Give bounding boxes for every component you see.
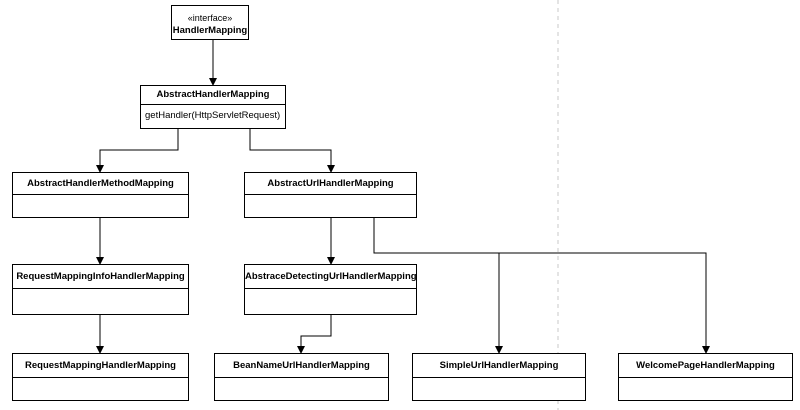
abstracedetectingurlhandlermapping-class-box[interactable]: AbstraceDetectingUrlHandlerMapping (244, 264, 417, 315)
connector-to-welcomepagehandlermapping (499, 252, 710, 354)
abstracthandlermapping-class-box[interactable]: AbstractHandlerMapping getHandler(HttpSe… (140, 85, 286, 129)
connector-to-beannameurlhandlermapping (297, 315, 332, 354)
requestmappinghandlermapping-class-box[interactable]: RequestMappingHandlerMapping (12, 353, 189, 401)
connector-to-abstracturlhandlermapping (249, 129, 335, 173)
class-name: AbstractHandlerMethodMapping (13, 173, 188, 195)
beannameurlhandlermapping-class-box[interactable]: BeanNameUrlHandlerMapping (214, 353, 389, 401)
class-method: getHandler(HttpServletRequest) (145, 110, 281, 121)
simpleurlhandlermapping-class-box[interactable]: SimpleUrlHandlerMapping (412, 353, 586, 401)
class-name: RequestMappingInfoHandlerMapping (13, 265, 188, 289)
class-name: BeanNameUrlHandlerMapping (215, 354, 388, 378)
class-name: WelcomePageHandlerMapping (619, 354, 792, 378)
class-name: AbstractHandlerMapping (141, 86, 285, 105)
welcomepagehandlermapping-class-box[interactable]: WelcomePageHandlerMapping (618, 353, 793, 401)
interface-name: HandlerMapping (172, 25, 248, 36)
interface-stereotype: «interface» (187, 13, 233, 23)
abstracturlhandlermapping-class-box[interactable]: AbstractUrlHandlerMapping (244, 172, 417, 218)
requestmappinginfohandlermapping-class-box[interactable]: RequestMappingInfoHandlerMapping (12, 264, 189, 315)
handlermapping-interface-box[interactable]: «interface» HandlerMapping (171, 5, 249, 40)
class-name: RequestMappingHandlerMapping (13, 354, 188, 378)
abstracthandlermethodmapping-class-box[interactable]: AbstractHandlerMethodMapping (12, 172, 189, 218)
class-name: SimpleUrlHandlerMapping (413, 354, 585, 378)
class-name: AbstraceDetectingUrlHandlerMapping (245, 265, 416, 289)
connector-to-abstracthandlermethodmapping (96, 129, 179, 173)
class-name: AbstractUrlHandlerMapping (245, 173, 416, 195)
connector-to-simpleurlhandlermapping (373, 218, 503, 354)
